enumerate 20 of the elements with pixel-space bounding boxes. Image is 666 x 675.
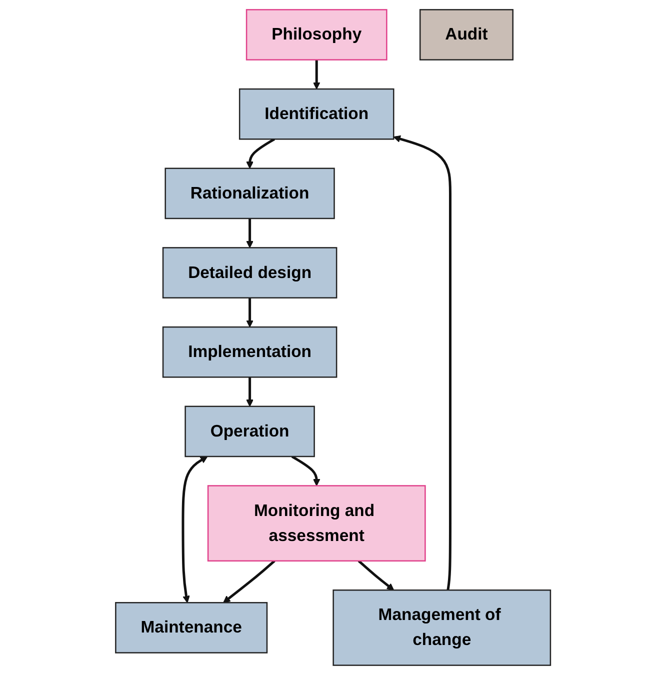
arrow — [393, 135, 452, 590]
arrow — [291, 455, 320, 486]
node-box: Detailed design — [162, 247, 338, 298]
arrow — [358, 560, 394, 590]
arrow — [246, 218, 254, 248]
node-box: Identification — [238, 88, 394, 140]
node-box: Philosophy — [246, 9, 388, 60]
arrow — [312, 60, 320, 90]
node-box: Audit — [419, 9, 514, 60]
node-box: Management of change — [332, 590, 551, 666]
arrow — [246, 138, 275, 169]
arrow — [223, 560, 276, 603]
node-box: Operation — [184, 406, 315, 458]
node-box: Implementation — [162, 326, 338, 378]
node-box: Maintenance — [114, 602, 268, 654]
arrow — [246, 298, 254, 328]
arrow — [246, 377, 254, 407]
node-box: Monitoring and assessment — [207, 485, 426, 562]
node-box: Rationalization — [164, 168, 335, 220]
arrow — [182, 456, 208, 603]
